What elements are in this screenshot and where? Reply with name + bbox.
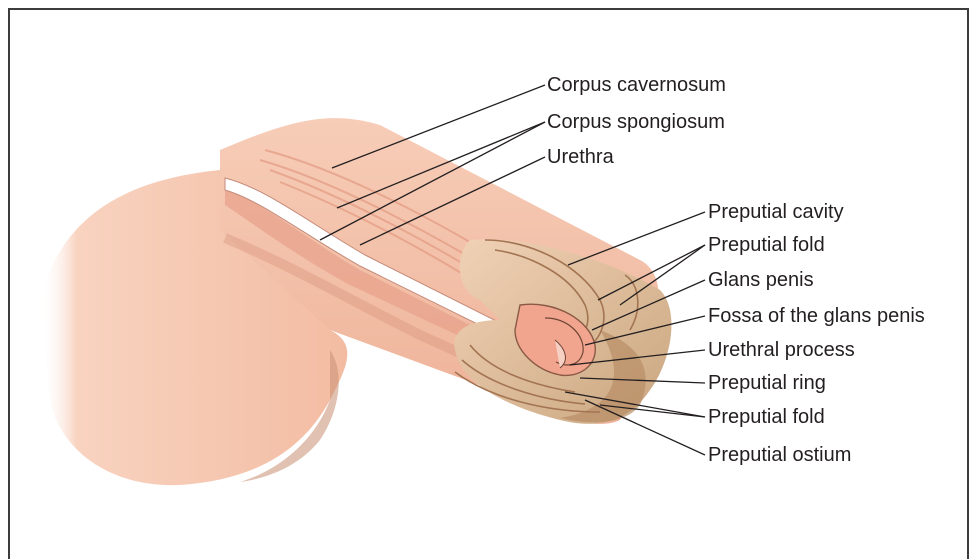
label-preputial-ostium: Preputial ostium xyxy=(708,444,851,466)
label-fossa-glans-penis: Fossa of the glans penis xyxy=(708,305,925,327)
label-preputial-fold-lower: Preputial fold xyxy=(708,406,825,428)
label-urethra: Urethra xyxy=(547,146,614,168)
label-corpus-spongiosum: Corpus spongiosum xyxy=(547,111,725,133)
label-glans-penis: Glans penis xyxy=(708,269,814,291)
label-preputial-cavity: Preputial cavity xyxy=(708,201,844,223)
label-preputial-ring: Preputial ring xyxy=(708,372,826,394)
label-urethral-process: Urethral process xyxy=(708,339,855,361)
label-preputial-fold-upper: Preputial fold xyxy=(708,234,825,256)
label-corpus-cavernosum: Corpus cavernosum xyxy=(547,74,726,96)
